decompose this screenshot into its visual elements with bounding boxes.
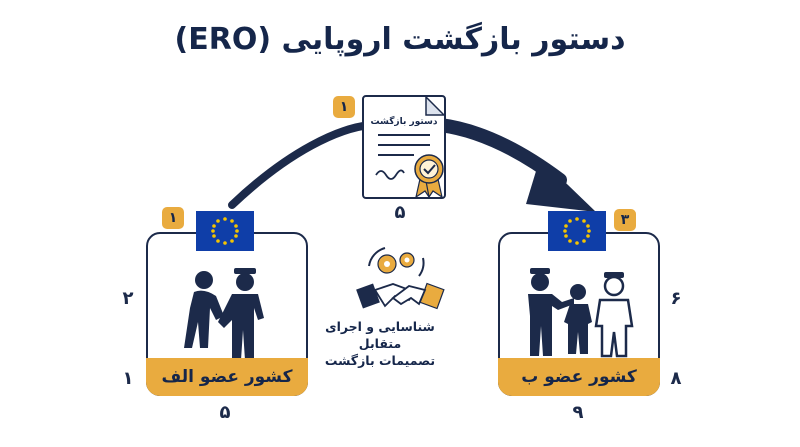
page-title: دستور بازگشت اروپایی (ERO) (174, 22, 626, 57)
member-state-b-label: کشور عضو ب (498, 358, 660, 396)
center-text-line2: تصمیمات بازگشت (324, 353, 436, 368)
left-card-badge: ۱ (162, 207, 184, 229)
right-below-number: ۹ (572, 402, 584, 423)
document-number: ۵ (394, 202, 406, 223)
document-label: دستور بازگشت (370, 117, 438, 127)
mutual-recognition-text: شناسایی و اجرای متقابل تصمیمات بازگشت (320, 318, 440, 369)
handshake-gears-icon (356, 247, 445, 310)
right-side-number-bottom: ۸ (670, 368, 682, 389)
document-icon: دستور بازگشت (362, 95, 446, 199)
left-below-number: ۵ (219, 402, 231, 423)
left-side-number-bottom: ۱ (122, 368, 134, 389)
seal-icon (414, 154, 444, 197)
member-state-a-card: کشور عضو الف (146, 232, 308, 396)
right-side-number-top: ۶ (670, 288, 682, 309)
eu-flag-icon (548, 211, 606, 251)
left-side-number-top: ۲ (122, 288, 134, 309)
right-card-badge: ۳ (614, 209, 636, 231)
arrest-icon (184, 268, 264, 358)
center-text-line1: شناسایی و اجرای متقابل (325, 319, 435, 351)
document-step-badge: ۱ (333, 96, 355, 118)
eu-flag-icon (196, 211, 254, 251)
police-escort-icon (528, 268, 634, 358)
member-state-a-label: کشور عضو الف (146, 358, 308, 396)
member-state-b-card: کشور عضو ب (498, 232, 660, 396)
